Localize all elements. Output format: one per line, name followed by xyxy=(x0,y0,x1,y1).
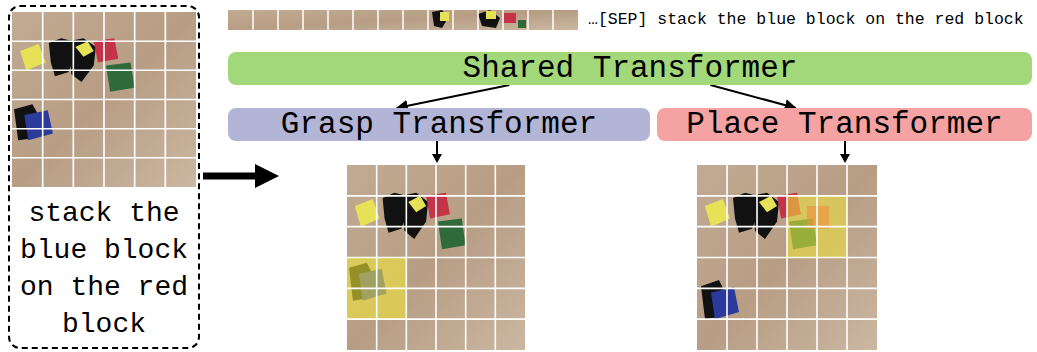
grasp-image xyxy=(347,165,525,350)
module-label: Shared Transformer xyxy=(463,53,798,84)
token-strip xyxy=(228,10,578,30)
place-output-arrow-head xyxy=(840,154,850,163)
instruction-text: stack the blue block on the red block xyxy=(10,195,198,343)
place-image xyxy=(697,165,877,350)
place-output-arrow xyxy=(844,140,846,156)
grasp-transformer: Grasp Transformer xyxy=(228,108,650,141)
grasp-output-arrow-head xyxy=(432,154,442,163)
token-sequence-text: …[SEP] stack the blue block on the red b… xyxy=(588,10,1024,30)
module-label: Place Transformer xyxy=(686,109,1002,140)
input-arrow-head xyxy=(255,164,279,188)
input-arrow xyxy=(203,173,258,180)
input-image xyxy=(12,12,196,187)
flow-arrow xyxy=(710,85,795,108)
shared-transformer: Shared Transformer xyxy=(228,52,1032,85)
flow-arrow xyxy=(397,85,510,108)
grasp-output-arrow xyxy=(436,140,438,156)
module-label: Grasp Transformer xyxy=(281,109,597,140)
place-transformer: Place Transformer xyxy=(657,108,1032,141)
instruction-box: stack the blue block on the red block xyxy=(8,5,200,349)
